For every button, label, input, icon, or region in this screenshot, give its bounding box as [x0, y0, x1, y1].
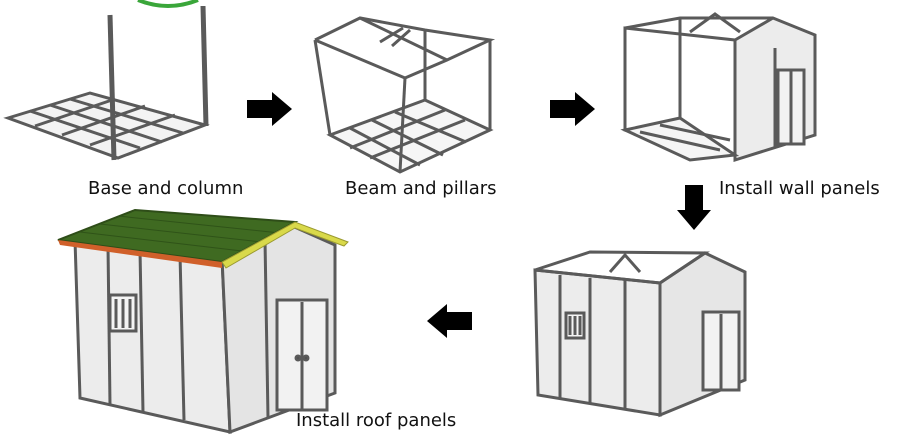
- step-label-walls: Install wall panels: [719, 178, 880, 199]
- roof-ribs: [79, 215, 281, 252]
- step-label-base: Base and column: [88, 178, 244, 199]
- arrow-down-icon: [677, 185, 711, 230]
- green-badge-icon: [137, 0, 199, 8]
- step-5-roof-illustration: [73, 223, 337, 435]
- roof-edge-side: [221, 221, 349, 269]
- step-label-roof: Install roof panels: [296, 410, 457, 431]
- arrow-right-icon: [247, 92, 292, 126]
- step-4-walls-illustration: [533, 250, 747, 418]
- step-1-base-illustration: [3, 5, 210, 161]
- step-2-frame-illustration: [313, 16, 496, 174]
- arrow-right-icon: [550, 92, 595, 126]
- step-3-walls-illustration: [620, 12, 817, 163]
- roof-edge-front: [58, 240, 222, 268]
- step-label-beam: Beam and pillars: [345, 178, 497, 199]
- arrow-left-icon: [427, 304, 472, 338]
